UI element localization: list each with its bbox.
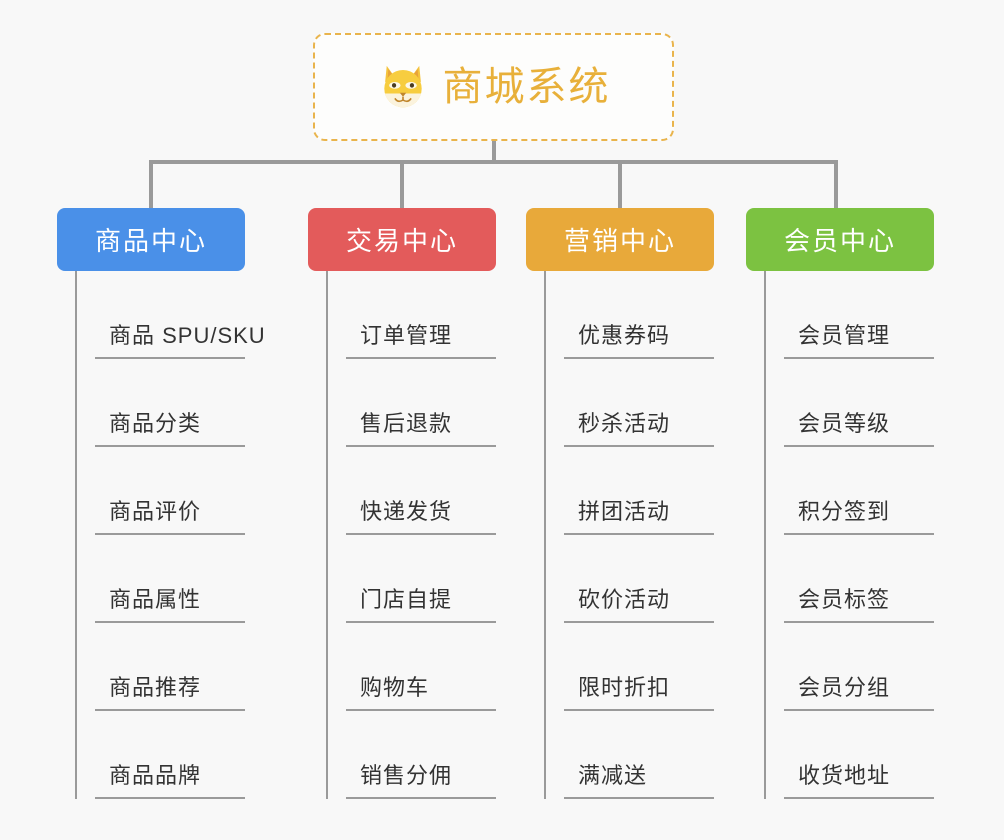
leaf-item[interactable]: 收货地址 [784, 711, 934, 799]
branch-items-marketing: 优惠券码 秒杀活动 拼团活动 砍价活动 限时折扣 满减送 [544, 271, 714, 799]
leaf-label: 会员标签 [798, 587, 891, 612]
branch-items-member: 会员管理 会员等级 积分签到 会员标签 会员分组 收货地址 [764, 271, 934, 799]
branch-header-label: 商品中心 [94, 226, 207, 256]
leaf-label: 商品 SPU/SKU [109, 323, 266, 348]
leaf-label: 商品品牌 [109, 763, 202, 788]
leaf-label: 售后退款 [360, 411, 453, 436]
leaf-label: 秒杀活动 [578, 411, 671, 436]
leaf-item[interactable]: 砍价活动 [564, 535, 714, 623]
branch-items-product: 商品 SPU/SKU 商品分类 商品评价 商品属性 商品推荐 商品品牌 [75, 271, 265, 799]
leaf-label: 门店自提 [360, 587, 453, 612]
leaf-item[interactable]: 商品评价 [95, 447, 245, 535]
leaf-label: 满减送 [578, 763, 648, 788]
root-node[interactable]: 商城系统 [313, 33, 674, 141]
leaf-item[interactable]: 积分签到 [784, 447, 934, 535]
leaf-label: 会员等级 [798, 411, 891, 436]
shiba-dog-face-icon [383, 65, 422, 109]
leaf-item[interactable]: 会员分组 [784, 623, 934, 711]
leaf-item[interactable]: 满减送 [564, 711, 714, 799]
leaf-label: 积分签到 [798, 499, 891, 524]
branch-header-member[interactable]: 会员中心 [746, 208, 934, 271]
branch-header-label: 营销中心 [563, 226, 676, 256]
leaf-item[interactable]: 商品品牌 [95, 711, 245, 799]
leaf-label: 会员分组 [798, 675, 891, 700]
branch-column-transaction: 交易中心 订单管理 售后退款 快递发货 门店自提 购物车 销售分佣 [308, 208, 496, 799]
branch-header-marketing[interactable]: 营销中心 [526, 208, 714, 271]
leaf-label: 优惠券码 [578, 323, 671, 348]
branch-header-transaction[interactable]: 交易中心 [308, 208, 496, 271]
branch-header-label: 会员中心 [783, 226, 896, 256]
leaf-label: 收货地址 [798, 763, 891, 788]
leaf-item[interactable]: 优惠券码 [564, 271, 714, 359]
leaf-item[interactable]: 售后退款 [346, 359, 496, 447]
leaf-item[interactable]: 商品分类 [95, 359, 245, 447]
leaf-label: 商品分类 [109, 411, 202, 436]
leaf-item[interactable]: 会员等级 [784, 359, 934, 447]
leaf-item[interactable]: 会员标签 [784, 535, 934, 623]
branch-items-transaction: 订单管理 售后退款 快递发货 门店自提 购物车 销售分佣 [326, 271, 496, 799]
branch-header-label: 交易中心 [345, 226, 458, 256]
leaf-item[interactable]: 订单管理 [346, 271, 496, 359]
leaf-label: 商品评价 [109, 499, 202, 524]
leaf-item[interactable]: 销售分佣 [346, 711, 496, 799]
branch-column-product: 商品中心 商品 SPU/SKU 商品分类 商品评价 商品属性 商品推荐 商品品牌 [57, 208, 265, 799]
leaf-label: 砍价活动 [578, 587, 671, 612]
leaf-item[interactable]: 会员管理 [784, 271, 934, 359]
branch-header-product[interactable]: 商品中心 [57, 208, 245, 271]
leaf-label: 商品推荐 [109, 675, 202, 700]
leaf-item[interactable]: 快递发货 [346, 447, 496, 535]
leaf-label: 限时折扣 [578, 675, 671, 700]
leaf-item[interactable]: 商品推荐 [95, 623, 245, 711]
leaf-item[interactable]: 商品 SPU/SKU [95, 271, 265, 359]
leaf-label: 订单管理 [360, 323, 453, 348]
leaf-item[interactable]: 门店自提 [346, 535, 496, 623]
leaf-label: 拼团活动 [578, 499, 671, 524]
leaf-item[interactable]: 商品属性 [95, 535, 245, 623]
leaf-item[interactable]: 限时折扣 [564, 623, 714, 711]
leaf-label: 商品属性 [109, 587, 202, 612]
branch-column-member: 会员中心 会员管理 会员等级 积分签到 会员标签 会员分组 收货地址 [746, 208, 934, 799]
leaf-label: 购物车 [360, 675, 430, 700]
leaf-item[interactable]: 秒杀活动 [564, 359, 714, 447]
root-title: 商城系统 [442, 65, 611, 109]
leaf-label: 快递发货 [360, 499, 453, 524]
leaf-item[interactable]: 拼团活动 [564, 447, 714, 535]
branch-column-marketing: 营销中心 优惠券码 秒杀活动 拼团活动 砍价活动 限时折扣 满减送 [526, 208, 714, 799]
leaf-item[interactable]: 购物车 [346, 623, 496, 711]
leaf-label: 会员管理 [798, 323, 891, 348]
leaf-label: 销售分佣 [360, 763, 453, 788]
